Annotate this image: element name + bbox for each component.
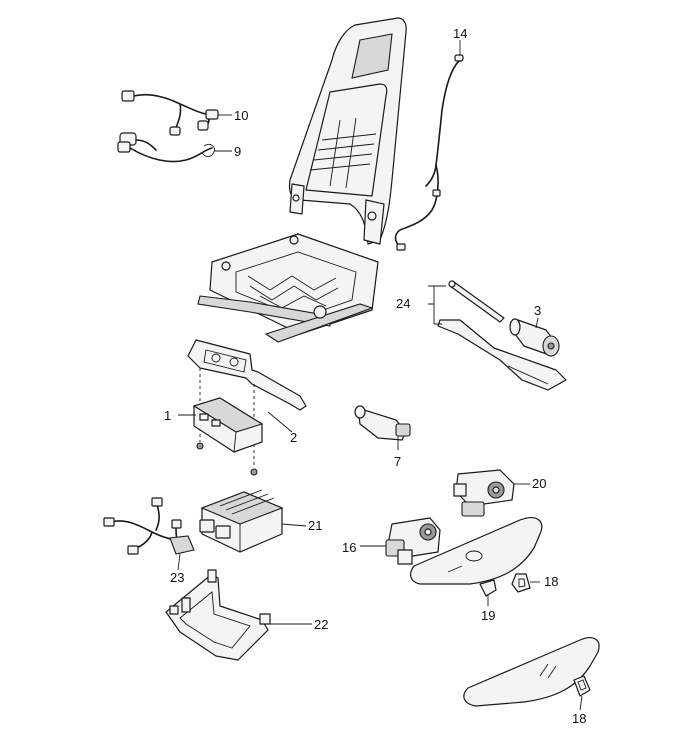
ring-18-upper — [511, 573, 531, 593]
wiring-harness-14 — [394, 54, 464, 251]
callout-3: 3 — [534, 303, 541, 318]
control-module-21 — [199, 489, 284, 553]
side-trim-panel-upper — [410, 517, 543, 585]
callout-23: 23 — [170, 570, 184, 585]
motor-3 — [509, 318, 560, 357]
bracket-22 — [165, 569, 271, 661]
wiring-harness-10 — [121, 90, 219, 136]
callout-18-lower: 18 — [572, 711, 586, 726]
callout-10: 10 — [234, 108, 248, 123]
leader-lines — [177, 40, 583, 711]
callout-labels: 10 9 14 24 3 1 2 7 20 16 21 18 19 23 22 … — [164, 26, 586, 726]
adjuster-16 — [385, 517, 441, 565]
callout-18-upper: 18 — [544, 574, 558, 589]
wiring-harness-23 — [103, 497, 195, 555]
wiring-harness-9 — [117, 132, 215, 163]
callout-9: 9 — [234, 144, 241, 159]
side-trim-panel-lower — [463, 637, 600, 707]
callout-2: 2 — [290, 430, 297, 445]
ring-18-lower — [573, 675, 591, 697]
rod-and-bracket-24 — [428, 280, 567, 391]
callout-21: 21 — [308, 518, 322, 533]
motor-7 — [354, 405, 411, 441]
callout-24: 24 — [396, 296, 410, 311]
callout-14: 14 — [453, 26, 467, 41]
control-unit-1 — [192, 397, 264, 476]
adjuster-20 — [453, 469, 515, 517]
callout-20: 20 — [532, 476, 546, 491]
callout-19: 19 — [481, 608, 495, 623]
seat-backrest-frame — [288, 17, 407, 245]
seat-cushion-frame — [197, 233, 379, 343]
lever-19 — [479, 579, 497, 597]
callout-1: 1 — [164, 408, 171, 423]
callout-22: 22 — [314, 617, 328, 632]
callout-16: 16 — [342, 540, 356, 555]
callout-7: 7 — [394, 454, 401, 469]
